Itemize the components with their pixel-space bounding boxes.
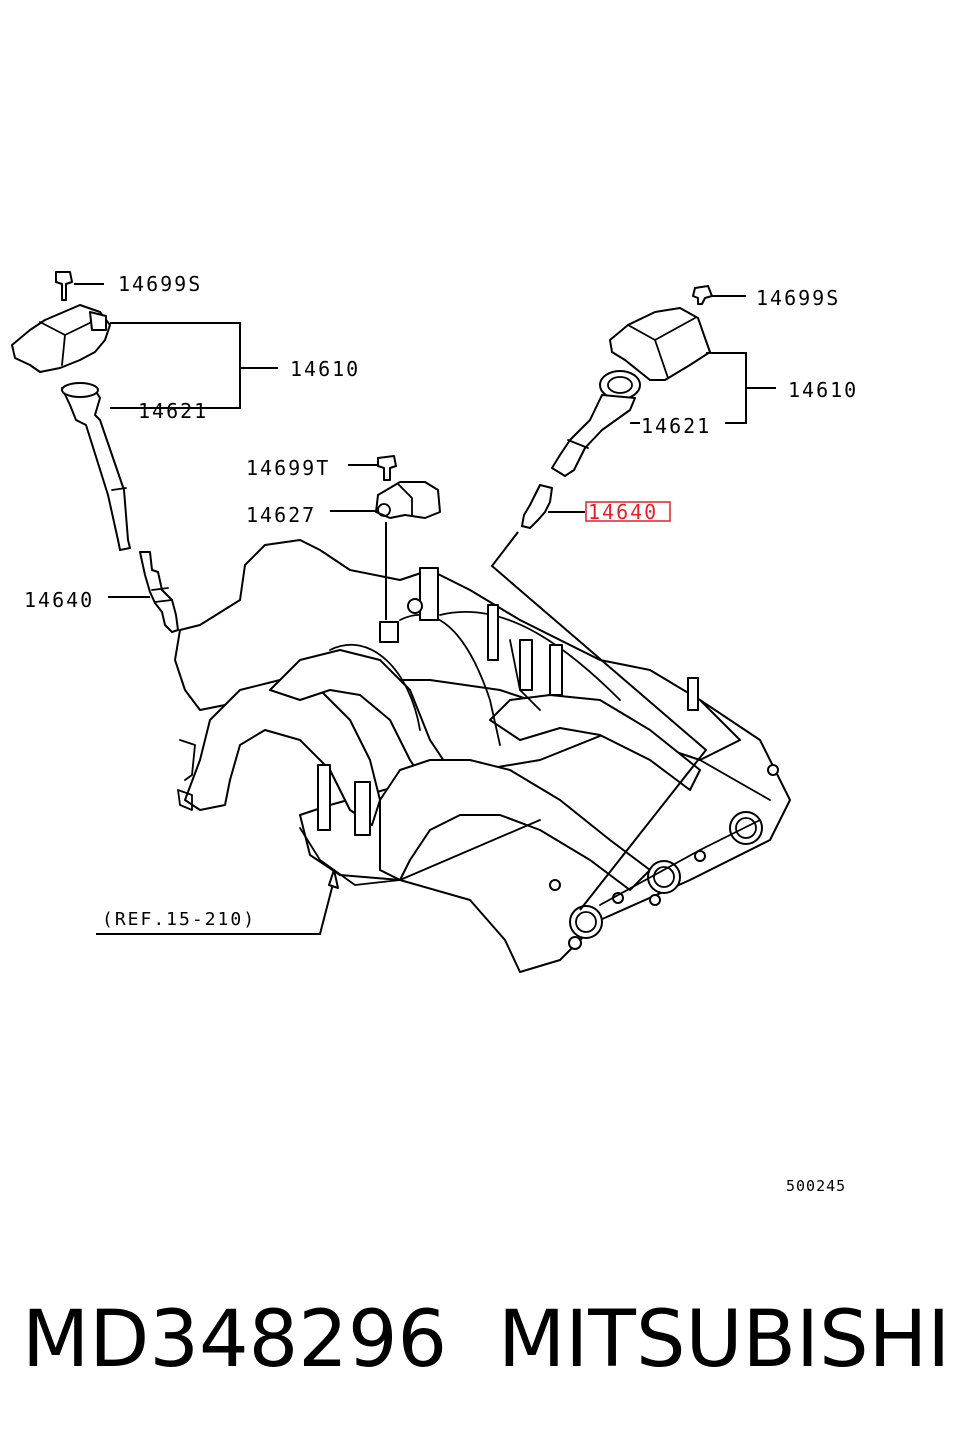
highlight-box [585,501,671,522]
left-coil-icon [11,304,111,373]
callout-right-bolt: 14699S [756,286,840,310]
left-boot-icon [61,384,131,551]
diagram-code: 500245 [786,1177,846,1195]
right-coil-assembly [521,285,713,529]
callout-left-coil: 14610 [290,357,360,381]
callout-right-plug[interactable]: 14640 [588,500,658,524]
callout-left-boot: 14621 [138,399,208,423]
right-boot-icon [551,394,636,477]
caption-bar: MD348296 MITSUBISHI [0,1290,960,1400]
left-spark-plug-icon [139,551,179,633]
sensor-assembly [375,455,441,519]
intake-manifold [174,539,791,973]
callout-left-bolt: 14699S [118,272,202,296]
callout-sensor: 14627 [246,503,316,527]
right-spark-plug-icon [521,484,553,529]
callout-sensor-bolt: 14699T [246,456,330,480]
sensor-bolt-icon [377,455,397,481]
right-bolt-icon [692,285,713,305]
left-bolt-icon [55,271,73,301]
part-number: MD348296 [22,1295,448,1385]
brand-name: MITSUBISHI [498,1295,951,1385]
callout-right-boot: 14621 [641,414,711,438]
callout-right-coil: 14610 [788,378,858,402]
leader-lines [74,283,776,935]
left-coil-assembly [11,271,179,633]
callout-left-plug: 14640 [24,588,94,612]
reference-label: (REF.15-210) [102,909,256,930]
sensor-icon [375,481,441,519]
